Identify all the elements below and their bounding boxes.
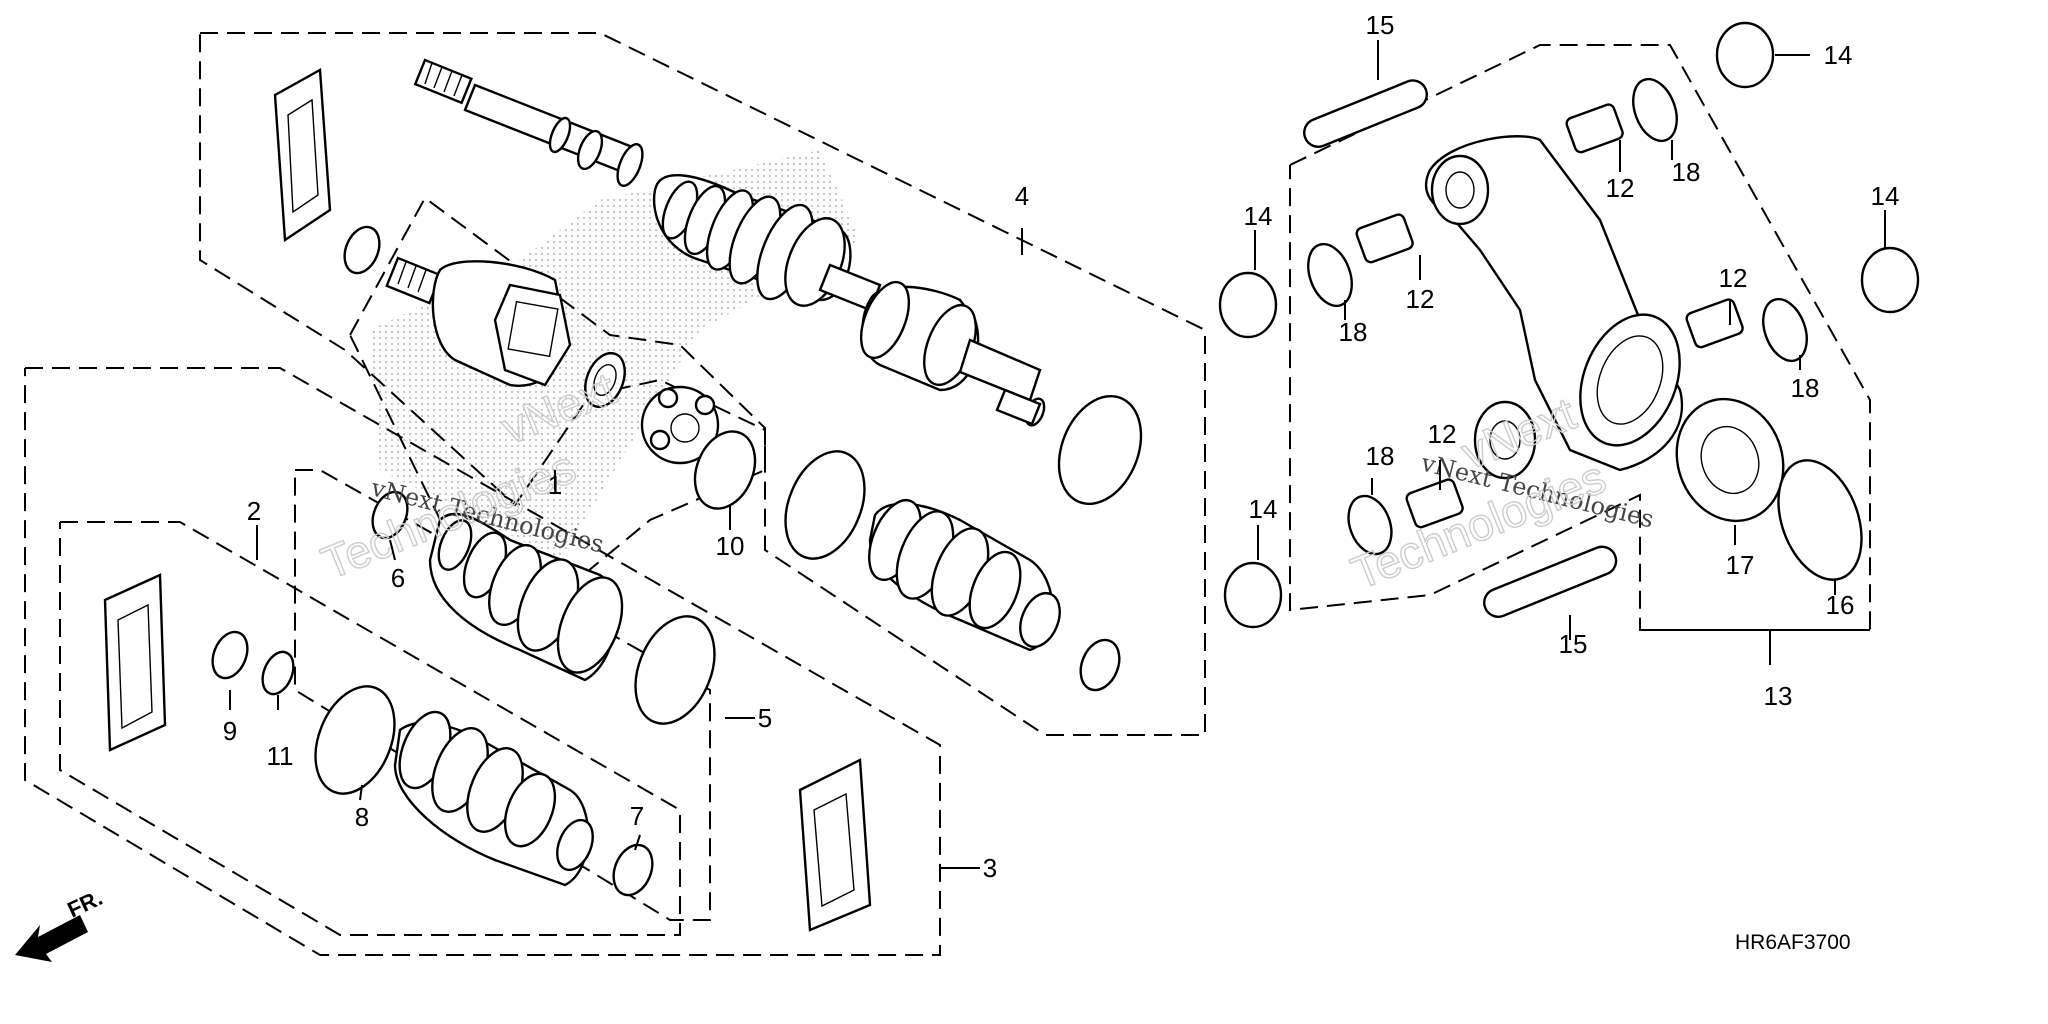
drive-shaft-assembly [413, 58, 1046, 427]
front-direction-label: FR. [64, 885, 107, 923]
callout-6: 6 [391, 563, 405, 593]
inner-joint-housing [385, 256, 720, 465]
callout-18b: 18 [1339, 317, 1368, 347]
callout-2: 2 [247, 496, 261, 526]
group-frame-13 [1289, 44, 1871, 631]
callout-14d: 14 [1249, 494, 1278, 524]
callout-16: 16 [1826, 590, 1855, 620]
callout-13: 13 [1764, 681, 1793, 711]
callout-14c: 14 [1871, 181, 1900, 211]
callouts: 1 2 3 4 5 6 7 8 9 10 11 12 12 12 12 13 1… [223, 10, 1900, 883]
callout-10: 10 [716, 531, 745, 561]
callout-5: 5 [758, 703, 772, 733]
callout-18c: 18 [1791, 373, 1820, 403]
callout-18a: 18 [1672, 157, 1701, 187]
callout-9: 9 [223, 716, 237, 746]
group-frame-3 [24, 367, 941, 956]
callout-12a: 12 [1606, 173, 1635, 203]
lower-boots [393, 498, 1061, 887]
group-frame-2 [59, 521, 681, 936]
knuckle-arm [1424, 135, 1684, 480]
leader-lines [229, 40, 1886, 869]
callout-17: 17 [1726, 550, 1755, 580]
bands-and-clips [211, 225, 1143, 897]
callout-12b: 12 [1406, 284, 1435, 314]
callout-11: 11 [267, 741, 294, 771]
callout-15a: 15 [1366, 10, 1395, 40]
callout-12c: 12 [1719, 263, 1748, 293]
callout-3: 3 [983, 853, 997, 883]
callout-18d: 18 [1366, 441, 1395, 471]
bushings-and-seals [1218, 21, 1920, 629]
callout-7: 7 [630, 801, 644, 831]
group-frame-6 [294, 469, 711, 921]
callout-12d: 12 [1428, 419, 1457, 449]
diagram-code: HR6AF3700 [1735, 931, 1851, 954]
callout-8: 8 [355, 802, 369, 832]
front-direction-arrow: FR. [15, 885, 106, 962]
callout-4: 4 [1015, 181, 1029, 211]
callout-14b: 14 [1244, 201, 1273, 231]
callout-14a: 14 [1824, 40, 1853, 70]
grease-packets [103, 68, 872, 932]
callout-1: 1 [548, 470, 562, 500]
callout-15b: 15 [1559, 629, 1588, 659]
